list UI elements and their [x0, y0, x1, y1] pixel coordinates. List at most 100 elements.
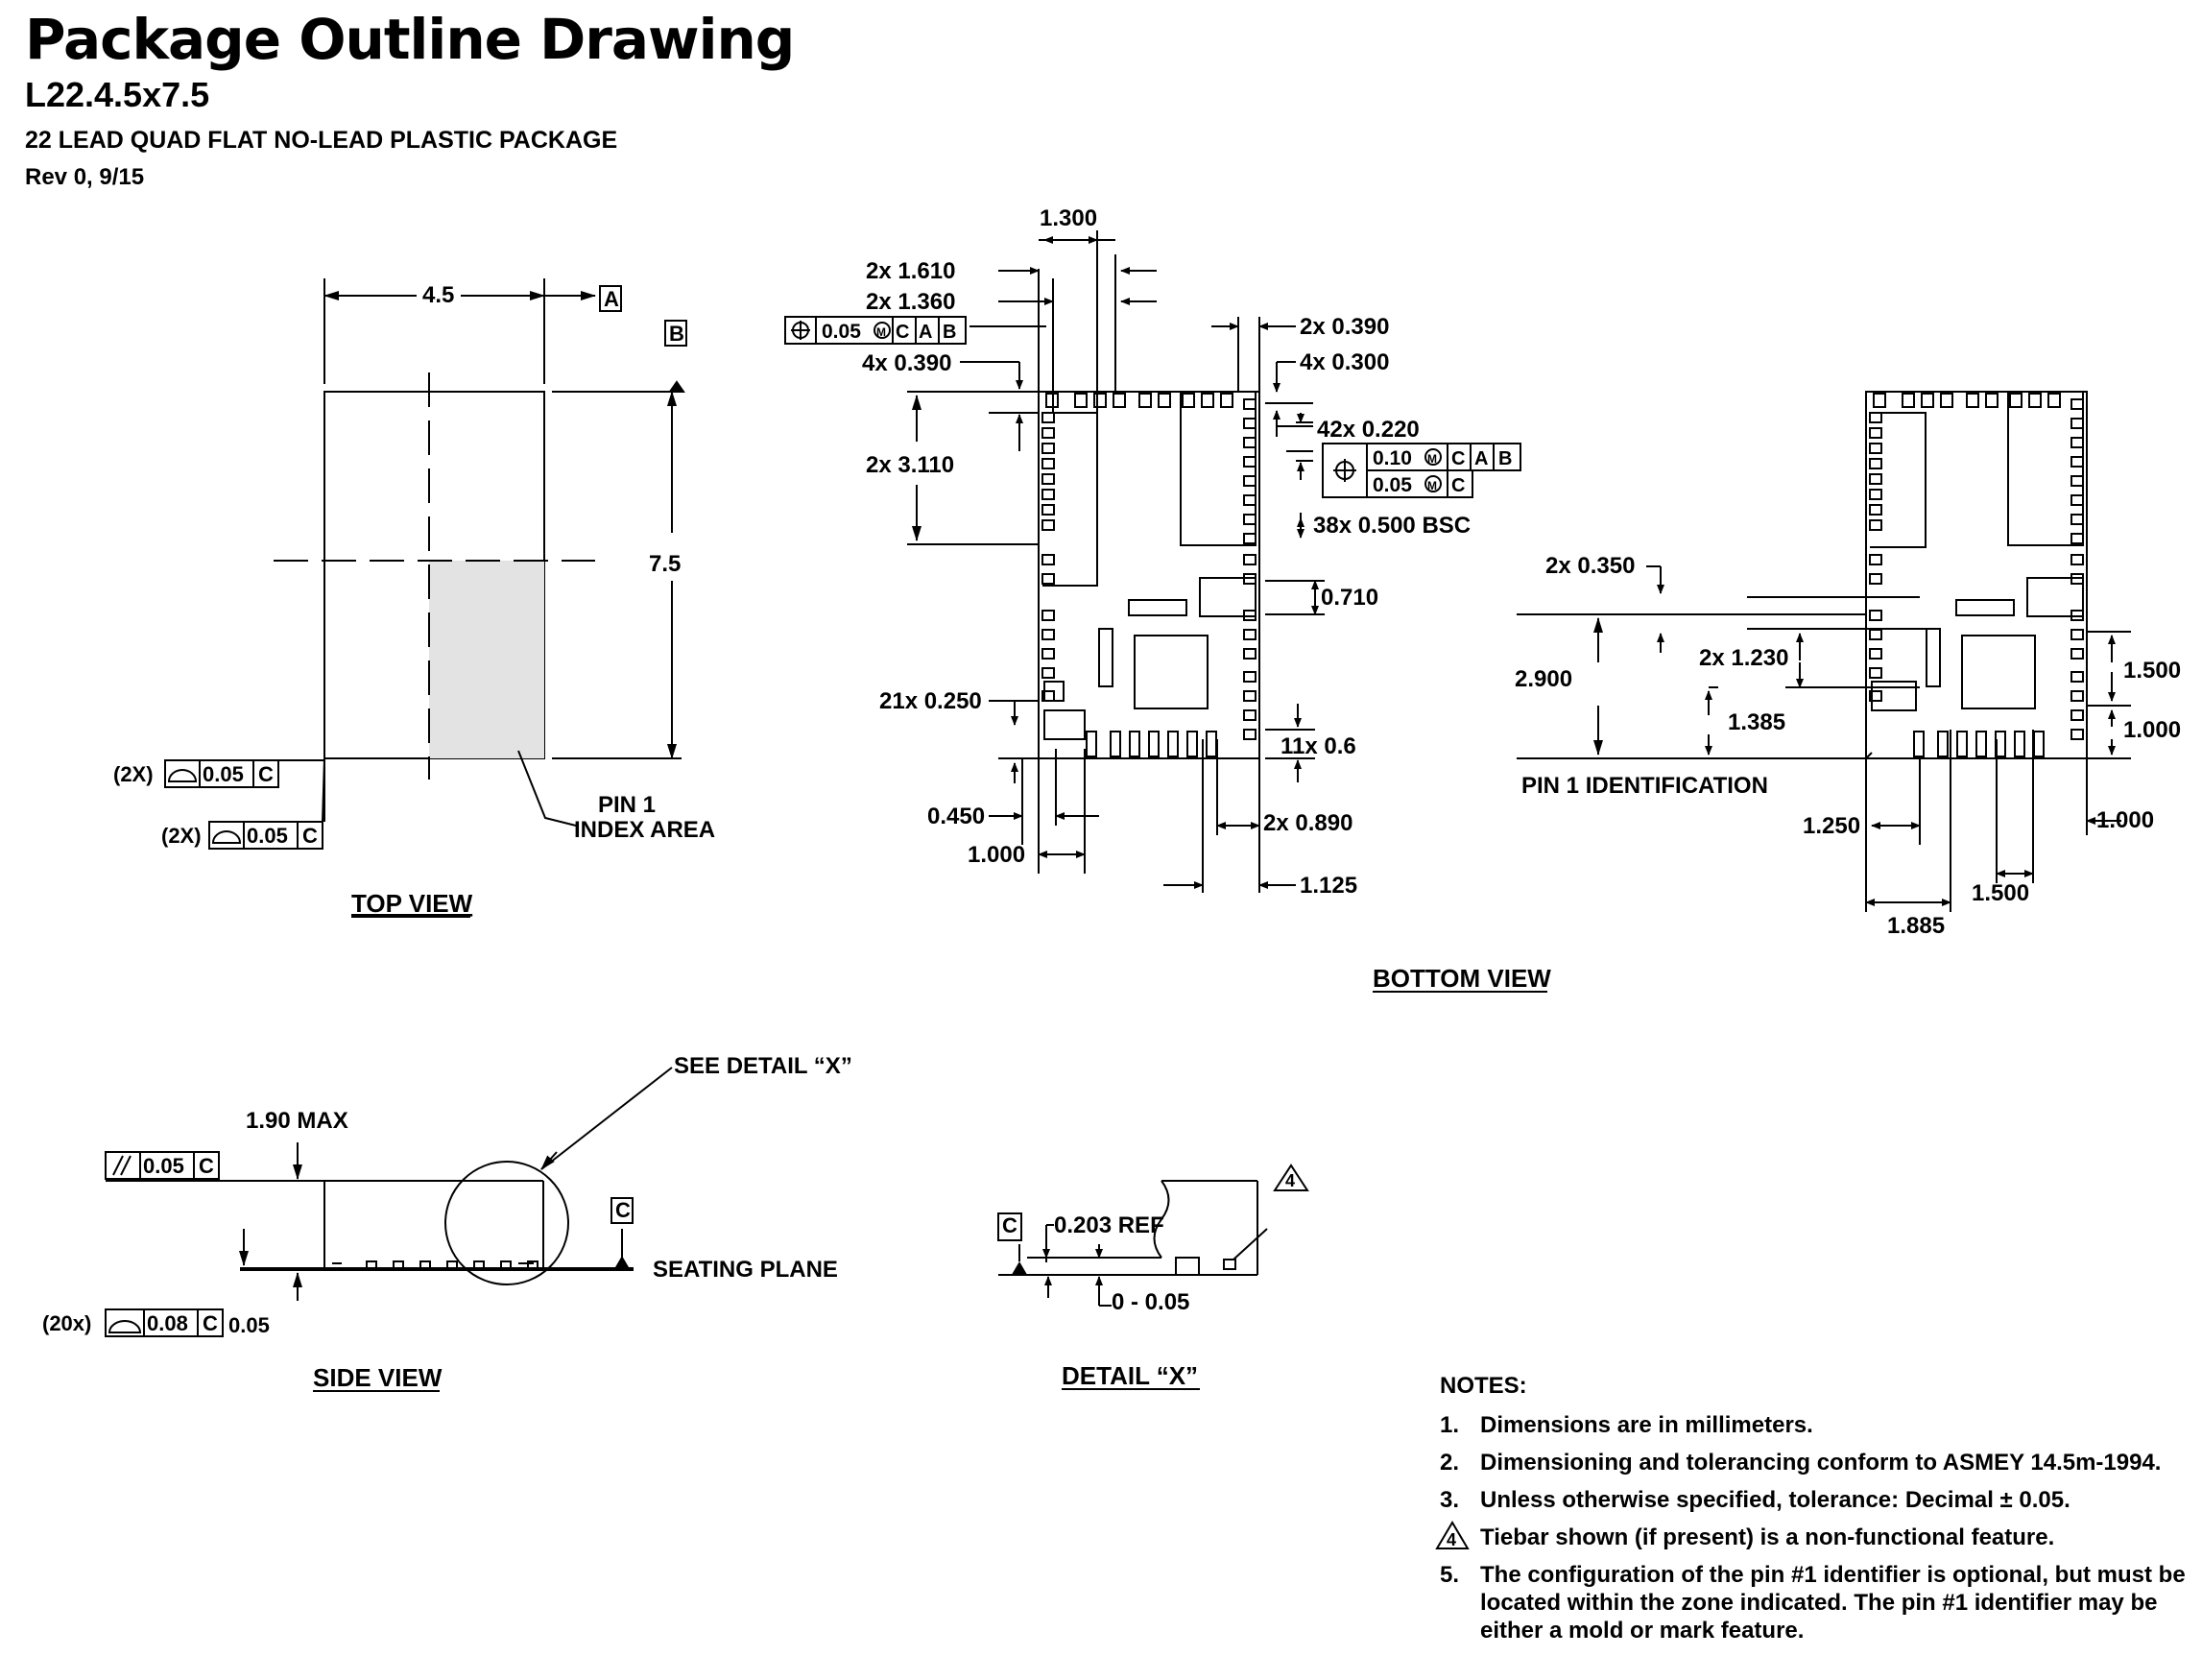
lead-pad — [2070, 456, 2084, 468]
lead-pad — [1086, 731, 1097, 757]
mmc-symbol-2: M — [1427, 452, 1437, 466]
datum-b-label: B — [669, 322, 684, 346]
lead-pad — [1182, 393, 1195, 408]
dim-0710: 0.710 — [1321, 585, 1378, 611]
lead-pad — [1869, 427, 1882, 439]
lead-pad — [1869, 690, 1882, 702]
lead-pad — [1873, 393, 1886, 408]
lead-pad — [2070, 729, 2084, 740]
note-item: 4 Tiebar shown (if present) is a non-fun… — [1435, 1521, 2198, 1551]
lead-pad — [1041, 519, 1055, 531]
side-view — [105, 1067, 673, 1337]
dim-0390b: 2x 0.390 — [1300, 314, 1389, 340]
top-width-label: 4.5 — [422, 282, 454, 308]
dim-1000b: 1.000 — [2123, 717, 2181, 743]
note-text: Dimensioning and tolerancing conform to … — [1480, 1450, 2162, 1476]
mmc-symbol-1: M — [876, 325, 886, 339]
lead-pad — [2070, 533, 2084, 544]
bottom-view-right-leads — [1869, 393, 2084, 757]
top-height-label: 7.5 — [649, 551, 681, 577]
dim-0220: 42x 0.220 — [1317, 417, 1420, 443]
fcf2-value: 0.05 — [247, 824, 288, 848]
seating-plane-label: SEATING PLANE — [653, 1257, 838, 1283]
dim-1500a: 1.500 — [2123, 658, 2181, 684]
lead-pad — [1041, 443, 1055, 454]
fcf-lead-datum-b1: B — [1498, 448, 1512, 469]
lead-pad — [1966, 393, 1979, 408]
note-number: 5. — [1440, 1562, 1460, 1588]
dim-1000a: 1.000 — [968, 842, 1025, 868]
lead-pad — [1869, 629, 1882, 640]
lead-pad — [1985, 393, 1999, 408]
lead-pad — [1148, 731, 1160, 757]
fcf1-value: 0.05 — [203, 762, 244, 786]
lead-pad — [2070, 514, 2084, 525]
detail-x — [997, 1164, 1309, 1307]
dim-1300: 1.300 — [1040, 205, 1097, 231]
lead-pad — [1138, 393, 1152, 408]
lead-pad — [1869, 554, 1882, 565]
bottom-package-outline — [1038, 391, 1260, 759]
lead-pad — [2047, 393, 2061, 408]
detail-note-flag: 4 — [1285, 1171, 1295, 1190]
revision: Rev 0, 9/15 — [25, 164, 145, 190]
lead-pad — [2014, 731, 2025, 757]
lead-pad — [2070, 494, 2084, 506]
lead-pad — [1869, 667, 1882, 679]
lead-pad — [1041, 412, 1055, 423]
bottom-view-left — [784, 230, 1521, 893]
lead-pad — [1158, 393, 1171, 408]
page-title: Package Outline Drawing — [25, 7, 795, 72]
dim-0390a: 4x 0.390 — [862, 350, 951, 376]
fcf1-datum: C — [258, 762, 274, 786]
lead-pad — [1956, 731, 1968, 757]
lead-pad — [1110, 731, 1121, 757]
part-number: L22.4.5x7.5 — [25, 75, 210, 114]
lead-pad — [1129, 731, 1140, 757]
side-datum-c: C — [615, 1198, 631, 1222]
lead-pad — [1045, 393, 1059, 408]
dim-1500b: 1.500 — [1972, 880, 2029, 906]
thermal-pad-right — [1180, 391, 1257, 546]
dim-0300: 4x 0.300 — [1300, 349, 1389, 375]
lead-pad — [1243, 514, 1257, 525]
datum-a-label: A — [604, 287, 619, 311]
note-number: 4 — [1447, 1530, 1456, 1549]
pin1-label-line2: INDEX AREA — [574, 817, 715, 843]
dim-2900: 2.900 — [1515, 666, 1572, 692]
detail-ref: 0.203 REF — [1054, 1212, 1164, 1238]
lead-pad — [1074, 393, 1088, 408]
dim-1385: 1.385 — [1728, 709, 1785, 735]
lead-pad — [1869, 443, 1882, 454]
lead-pad — [1041, 648, 1055, 660]
dim-0890: 2x 0.890 — [1263, 810, 1352, 836]
fcf-lead-datum-c2: C — [1451, 475, 1465, 496]
lead-pad — [1869, 412, 1882, 423]
lead-pad — [1869, 648, 1882, 660]
lead-pad — [2009, 393, 2022, 408]
lead-pad — [1041, 629, 1055, 640]
lead-pad — [1243, 554, 1257, 565]
lead-pad — [1041, 554, 1055, 565]
bottom-view-caption: BOTTOM VIEW — [1373, 964, 1551, 993]
lead-pad — [1243, 456, 1257, 468]
note-number: 3. — [1440, 1487, 1460, 1513]
datum-b-box — [664, 320, 687, 347]
lead-pad — [1041, 667, 1055, 679]
pin1-label-line1: PIN 1 — [598, 792, 656, 818]
note-item: 3. Unless otherwise specified, tolerance… — [1440, 1486, 2198, 1514]
dim-0350: 2x 0.350 — [1545, 553, 1635, 579]
note-text: Unless otherwise specified, tolerance: D… — [1480, 1487, 2070, 1513]
dim-0250: 21x 0.250 — [879, 688, 982, 714]
fcf-position-datum-c: C — [896, 322, 909, 343]
fcf-lead-datum-c1: C — [1451, 448, 1465, 469]
lead-pad — [1869, 519, 1882, 531]
lead-pad — [1243, 671, 1257, 683]
lead-pad — [1186, 731, 1198, 757]
lead-pad — [2070, 437, 2084, 448]
note-text: Dimensions are in millimeters. — [1480, 1412, 1813, 1438]
fcf2-datum: C — [302, 824, 318, 848]
parallel-datum: C — [199, 1154, 214, 1178]
bottom-package-outline-right — [1865, 391, 2088, 759]
lead-pad — [1869, 504, 1882, 516]
